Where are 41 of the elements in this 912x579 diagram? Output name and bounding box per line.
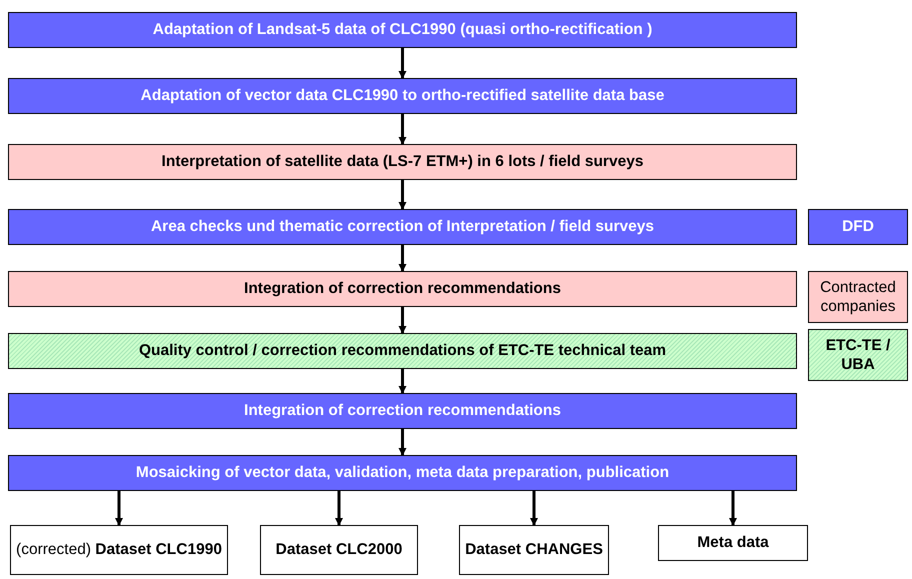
box-label: Meta data bbox=[697, 533, 769, 553]
box-label: (corrected) Dataset CLC1990 bbox=[16, 540, 222, 560]
box-label: Dataset CHANGES bbox=[465, 540, 603, 560]
process-box bbox=[8, 78, 797, 114]
process-box bbox=[8, 144, 797, 180]
arrow bbox=[398, 114, 406, 145]
box-label: Adaptation of vector data CLC1990 to ortho-rectified satellite data base bbox=[140, 86, 664, 106]
output-box bbox=[10, 525, 228, 575]
output-box bbox=[260, 525, 418, 575]
box-label: Integration of correction recommendations bbox=[244, 279, 561, 299]
arrow bbox=[398, 307, 406, 334]
process-box bbox=[8, 271, 797, 307]
box-label: Integration of correction recommendations bbox=[244, 401, 561, 421]
output-box bbox=[658, 525, 808, 561]
arrow bbox=[398, 369, 406, 394]
box-label: DFD bbox=[842, 217, 874, 237]
output-box bbox=[459, 525, 609, 575]
process-box bbox=[808, 209, 908, 245]
box-label: Quality control / correction recommendations of ETC-TE technical team bbox=[138, 341, 666, 361]
box-label: ETC-TE / UBA bbox=[824, 336, 892, 374]
arrow bbox=[335, 491, 343, 526]
process-box bbox=[8, 12, 797, 48]
arrow bbox=[398, 48, 406, 79]
box-label: Area checks und thematic correction of Interpretation / field surveys bbox=[150, 217, 654, 237]
box-label: Contracted companies bbox=[819, 278, 897, 316]
arrow bbox=[398, 180, 406, 210]
responsibility-box bbox=[808, 271, 908, 323]
box-label: Dataset CLC2000 bbox=[276, 540, 402, 560]
process-box bbox=[8, 393, 797, 429]
arrow bbox=[115, 491, 123, 526]
arrow bbox=[398, 429, 406, 456]
box-label: Mosaicking of vector data, validation, meta data preparation, publication bbox=[136, 463, 670, 483]
arrow bbox=[729, 491, 737, 526]
process-box bbox=[808, 329, 908, 381]
process-box bbox=[8, 209, 797, 245]
box-label: Interpretation of satellite data (LS-7 ETM+) in 6 lots / field surveys bbox=[162, 152, 644, 172]
box-label: Adaptation of Landsat-5 data of CLC1990 (quasi ortho-rectification ) bbox=[152, 20, 652, 40]
process-box bbox=[8, 333, 797, 369]
arrow bbox=[398, 245, 406, 272]
process-box bbox=[8, 455, 797, 491]
arrow bbox=[530, 491, 538, 526]
